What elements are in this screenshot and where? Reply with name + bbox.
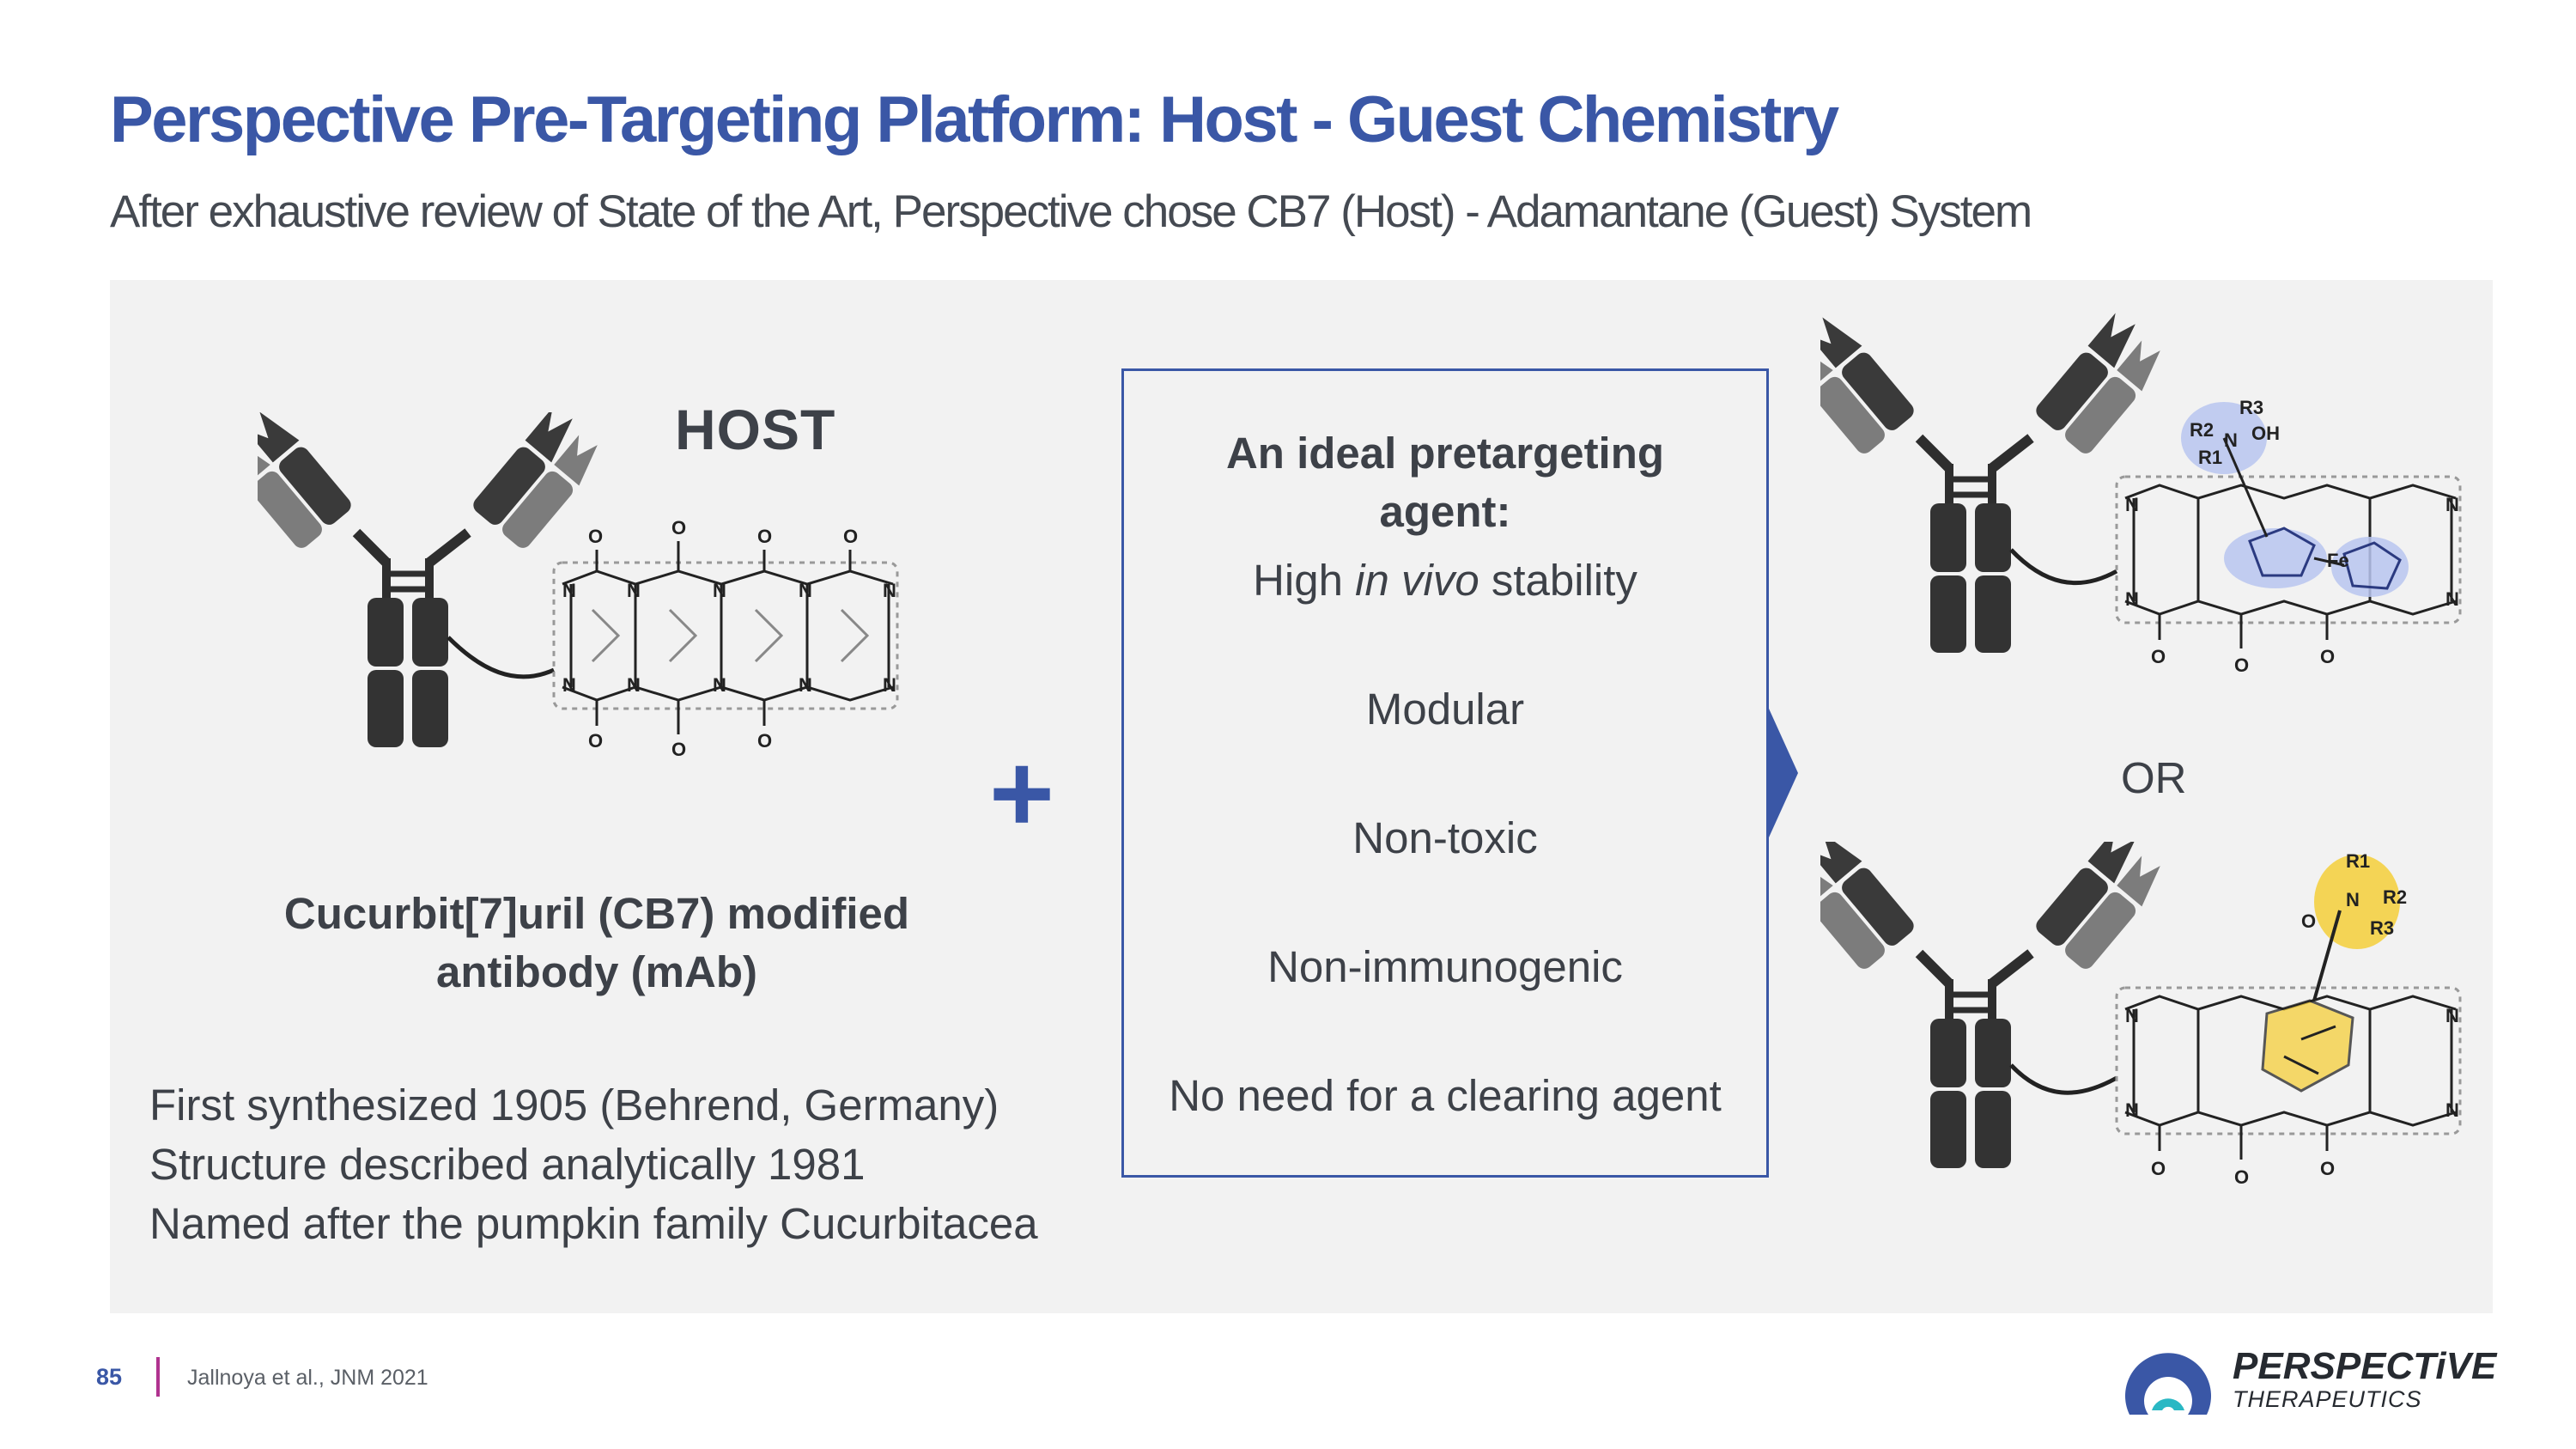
svg-text:N: N <box>2346 889 2360 910</box>
ideal-agent-item: High in vivo stability <box>1253 556 1637 605</box>
linker-line <box>447 636 556 679</box>
slide-title: Perspective Pre-Targeting Platform: Host… <box>110 83 1839 156</box>
slide-subtitle: After exhaustive review of State of the … <box>110 186 2032 237</box>
svg-text:N: N <box>2445 588 2459 610</box>
ideal-agent-item: Non-toxic <box>1352 813 1538 862</box>
plus-symbol: + <box>989 730 1054 855</box>
svg-text:Fe: Fe <box>2327 550 2349 571</box>
svg-text:O: O <box>2320 1158 2335 1179</box>
adamantane-guest-icon <box>2261 855 2400 1093</box>
svg-text:N: N <box>2125 1099 2139 1121</box>
ferrocene-atom-labels: R2 R3 R1 N OH Fe O O O N N N N <box>2125 397 2459 676</box>
svg-text:N: N <box>883 580 896 601</box>
svg-text:R2: R2 <box>2190 419 2214 441</box>
logo-name-line2: THERAPEUTICS <box>2233 1386 2422 1412</box>
svg-text:N: N <box>2445 494 2459 515</box>
cb7-atom-labels: O O O O O O O N N N N N N N N N N <box>562 517 896 760</box>
antibody-cb7-ferrocene-complex: R2 R3 R1 N OH Fe O O O N N N N <box>1820 313 2462 676</box>
svg-text:O: O <box>588 730 603 752</box>
arrow-right-icon <box>1769 709 1798 837</box>
svg-text:N: N <box>2445 1099 2459 1121</box>
svg-text:O: O <box>2234 654 2249 676</box>
ideal-agent-item: Non-immunogenic <box>1267 942 1623 991</box>
footer-reference: Jallnoya et al., JNM 2021 <box>187 1366 428 1390</box>
antibody-icon <box>1820 313 2160 653</box>
svg-text:OH: OH <box>2251 423 2280 444</box>
antibody-icon <box>1820 842 2160 1168</box>
svg-text:O: O <box>757 526 772 547</box>
perspective-logo-icon <box>2125 1353 2211 1415</box>
svg-text:R2: R2 <box>2383 886 2407 908</box>
host-fact: Structure described analytically 1981 <box>149 1140 866 1189</box>
svg-text:O: O <box>2234 1166 2249 1188</box>
svg-text:O: O <box>2301 910 2316 932</box>
svg-text:N: N <box>2125 1005 2139 1026</box>
svg-text:N: N <box>799 674 812 696</box>
host-label: HOST <box>675 398 836 461</box>
svg-text:N: N <box>2125 588 2139 610</box>
ideal-agent-item: No need for a clearing agent <box>1169 1071 1722 1120</box>
svg-text:O: O <box>2151 1158 2166 1179</box>
svg-text:O: O <box>671 739 686 760</box>
adamantane-atom-labels: R1 R2 R3 N O O O O N N N N <box>2125 850 2459 1188</box>
content-panel <box>110 280 2493 1313</box>
cb7-molecule-icon <box>2115 475 2462 648</box>
svg-text:N: N <box>562 674 576 696</box>
host-antibody-cb7-illustration: O O O O O O O N N N N N N N N N N <box>258 412 899 760</box>
svg-text:N: N <box>627 580 641 601</box>
svg-text:R3: R3 <box>2370 917 2394 939</box>
antibody-cb7-adamantane-complex: R1 R2 R3 N O O O O N N N N <box>1820 842 2462 1188</box>
svg-text:O: O <box>2151 646 2166 667</box>
svg-text:N: N <box>2224 429 2238 451</box>
footer-divider <box>156 1357 160 1397</box>
svg-text:O: O <box>671 517 686 539</box>
svg-text:N: N <box>2445 1005 2459 1026</box>
antibody-icon <box>258 412 598 747</box>
host-fact: First synthesized 1905 (Behrend, Germany… <box>149 1081 999 1129</box>
cb7-molecule-icon <box>552 541 899 734</box>
svg-text:R1: R1 <box>2346 850 2370 872</box>
svg-text:O: O <box>843 526 858 547</box>
svg-text:N: N <box>883 674 896 696</box>
ideal-agent-box: An ideal pretargeting agent: High in viv… <box>1121 368 1769 1178</box>
svg-text:N: N <box>799 580 812 601</box>
svg-text:N: N <box>2125 494 2139 515</box>
host-fact: Named after the pumpkin family Cucurbita… <box>149 1199 1038 1248</box>
page-number: 85 <box>96 1364 123 1390</box>
svg-text:O: O <box>2320 646 2335 667</box>
svg-text:N: N <box>562 580 576 601</box>
cb7-caption: Cucurbit[7]uril (CB7) modified antibody … <box>283 889 910 996</box>
svg-text:N: N <box>627 674 641 696</box>
svg-text:O: O <box>588 526 603 547</box>
ferrocene-guest-icon <box>2181 402 2409 597</box>
svg-text:O: O <box>757 730 772 752</box>
host-facts-list: First synthesized 1905 (Behrend, Germany… <box>149 1075 1038 1253</box>
or-label: OR <box>2121 753 2187 802</box>
svg-text:N: N <box>713 580 726 601</box>
svg-text:R1: R1 <box>2198 447 2222 468</box>
svg-text:N: N <box>713 674 726 696</box>
logo-name-line1: PERSPECTiVE <box>2233 1345 2497 1387</box>
ideal-agent-item: Modular <box>1365 685 1525 734</box>
svg-text:R3: R3 <box>2239 397 2263 418</box>
ideal-agent-heading: An ideal pretargeting agent: <box>1225 429 1665 536</box>
